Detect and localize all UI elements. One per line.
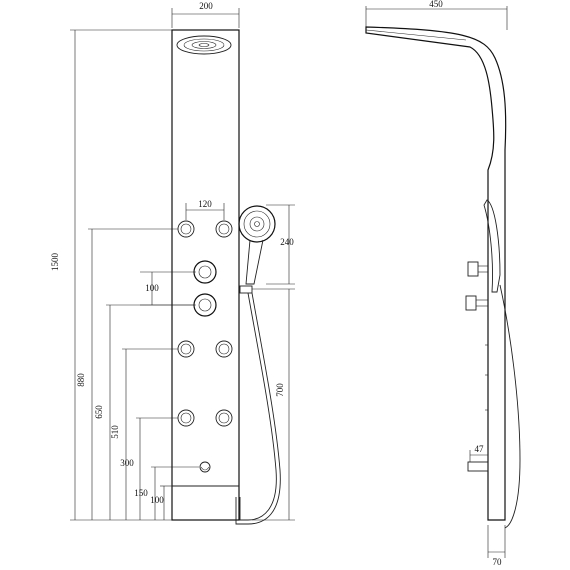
dim-jet-spacing: 120 [185, 199, 225, 220]
dim-label-880: 880 [76, 373, 86, 387]
dim-label-100-valves: 100 [145, 283, 159, 293]
tub-spout-icon [199, 461, 211, 473]
side-profile [365, 26, 507, 521]
body-jet-icon [177, 409, 195, 427]
dim-label-200: 200 [199, 1, 213, 11]
panel-body [171, 29, 240, 521]
dim-width-top: 200 [171, 1, 240, 28]
dim-spout: 47 [467, 444, 489, 472]
body-jet-icon [215, 340, 233, 358]
slide-bracket-icon [239, 285, 253, 294]
rain-shower-head-icon [176, 35, 232, 55]
side-handset [483, 199, 501, 293]
dim-depth: 450 [365, 0, 508, 30]
dim-valve-spacing: 100 [140, 271, 196, 306]
body-jet-icon [177, 220, 195, 238]
dim-label-1500: 1500 [50, 253, 60, 272]
dim-label-300: 300 [120, 458, 134, 468]
shower-hose [239, 292, 277, 521]
dim-label-700: 700 [275, 383, 285, 397]
dim-height-300: 300 [120, 417, 178, 520]
dim-label-650: 650 [94, 405, 104, 419]
body-jet-icon [177, 340, 195, 358]
dim-label-240: 240 [280, 237, 294, 247]
dim-label-450: 450 [429, 0, 443, 9]
dim-total-height: 1500 [50, 29, 172, 521]
side-knob-icon [467, 261, 488, 277]
dim-label-120: 120 [198, 199, 212, 209]
hand-shower-icon [238, 205, 276, 285]
control-knob-icon [193, 293, 217, 317]
body-jet-icon [215, 409, 233, 427]
side-knob-icon [465, 295, 488, 311]
dim-bottom-depth: 70 [487, 525, 506, 567]
dim-label-47: 47 [475, 444, 485, 454]
shower-hose-inner [235, 292, 281, 525]
dim-height-700: 700 [252, 288, 295, 521]
side-hose [499, 284, 521, 529]
side-view: 450 47 [365, 0, 521, 567]
dim-height-150: 150 [134, 466, 199, 520]
dim-height-650: 650 [94, 304, 194, 520]
control-knob-icon [193, 260, 217, 284]
dim-label-150: 150 [134, 488, 148, 498]
dim-height-510: 510 [110, 348, 178, 520]
dim-handset-height: 240 [266, 204, 295, 285]
dim-height-880: 880 [76, 228, 178, 520]
dim-label-70: 70 [493, 557, 503, 567]
body-jet-icon [215, 220, 233, 238]
front-view: 200 120 [50, 1, 295, 525]
dim-height-100: 100 [150, 485, 172, 520]
dim-label-510: 510 [110, 425, 120, 439]
dim-label-100-bottom: 100 [150, 495, 164, 505]
